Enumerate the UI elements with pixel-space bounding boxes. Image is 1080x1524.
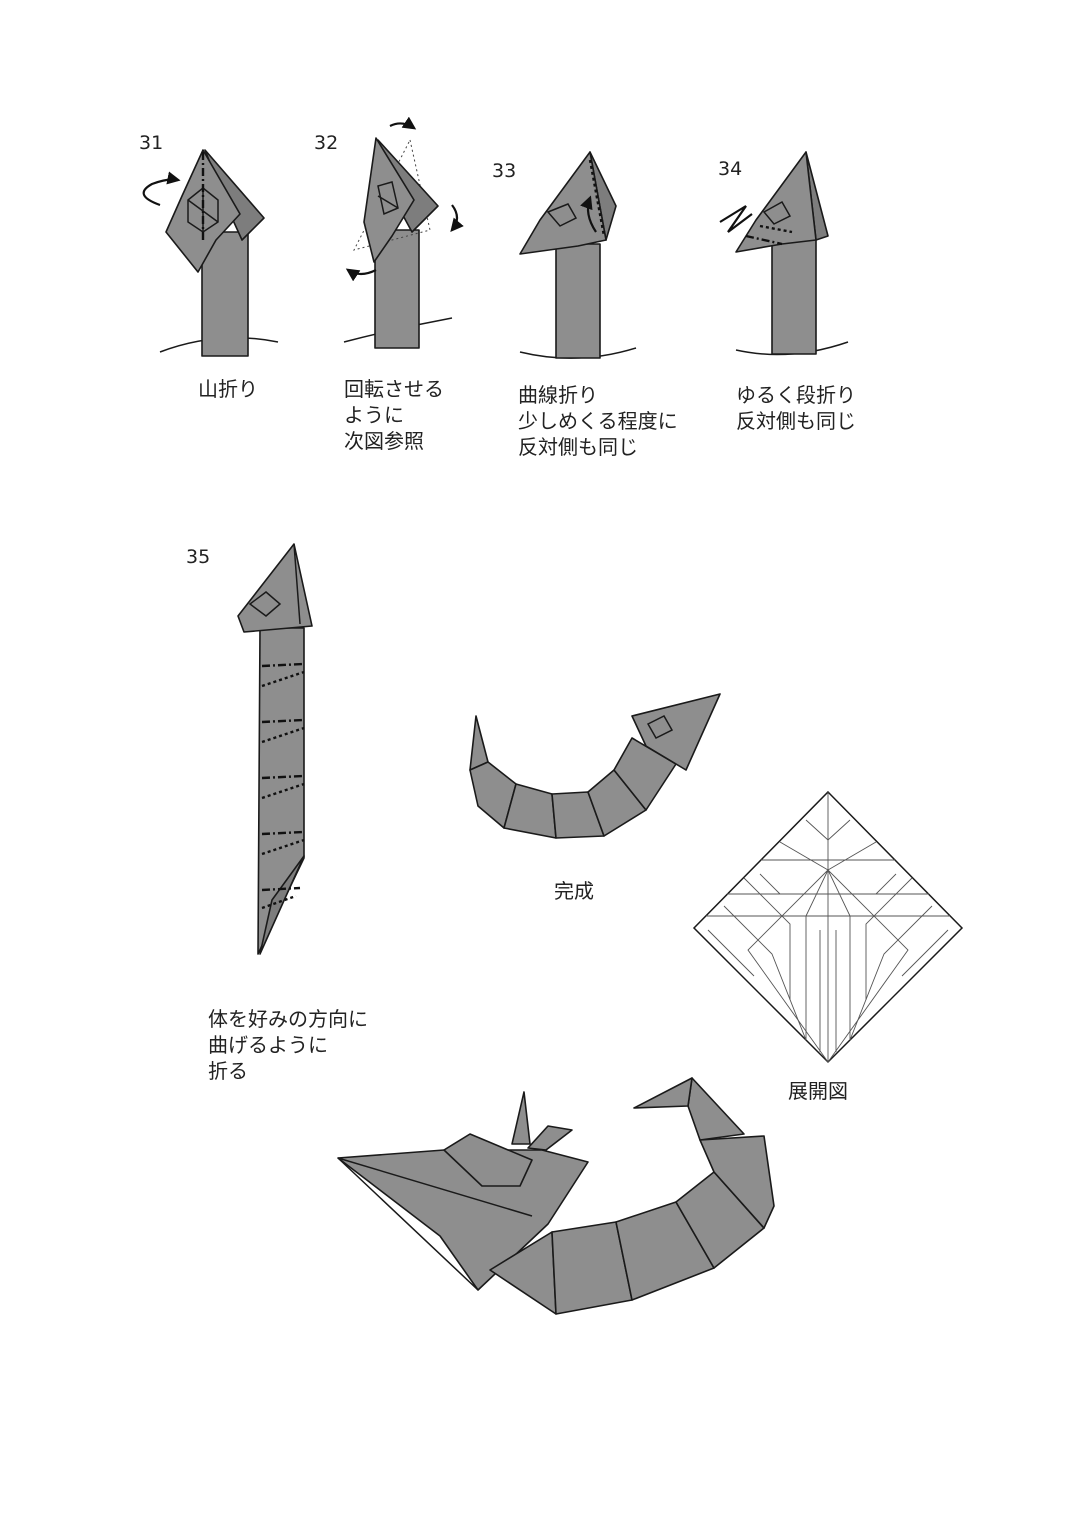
step-34-caption: ゆるく段折り 反対側も同じ (736, 382, 856, 434)
step-32-figure (343, 116, 464, 349)
step-34-figure (719, 151, 849, 356)
caption-line: 次図参照 (344, 429, 424, 453)
completed-model-figure (469, 693, 721, 839)
caption-line: ように (344, 403, 404, 427)
caption-line: 回転させる (344, 377, 444, 401)
step-31-caption: 山折り (198, 376, 258, 402)
step-31-figure (142, 149, 279, 357)
caption-line: 体を好みの方向に (208, 1007, 368, 1031)
step-number-33: 33 (492, 160, 517, 182)
step-number-35: 35 (186, 546, 211, 568)
caption-line: 反対側も同じ (518, 435, 638, 459)
caption-line: 少しめくる程度に (518, 409, 678, 433)
caption-line: 折る (208, 1059, 248, 1083)
step-33-figure (519, 151, 637, 359)
step-35-caption: 体を好みの方向に 曲げるように 折る (208, 1006, 368, 1084)
caption-line: 反対側も同じ (736, 409, 856, 433)
dragon-example-figure (337, 1077, 775, 1315)
step-number-31: 31 (139, 132, 164, 154)
step-33-caption: 曲線折り 少しめくる程度に 反対側も同じ (518, 382, 678, 460)
step-32-caption: 回転させる ように 次図参照 (344, 376, 444, 454)
caption-line: 曲線折り (518, 383, 598, 407)
caption-line: 山折り (198, 377, 258, 401)
crease-pattern-label: 展開図 (788, 1079, 848, 1103)
caption-line: ゆるく段折り (736, 383, 856, 407)
step-number-34: 34 (718, 158, 743, 180)
step-35-figure (237, 543, 313, 955)
crease-pattern-figure (692, 790, 964, 1064)
complete-label: 完成 (554, 879, 594, 903)
step-number-32: 32 (314, 132, 339, 154)
caption-line: 曲げるように (208, 1033, 328, 1057)
